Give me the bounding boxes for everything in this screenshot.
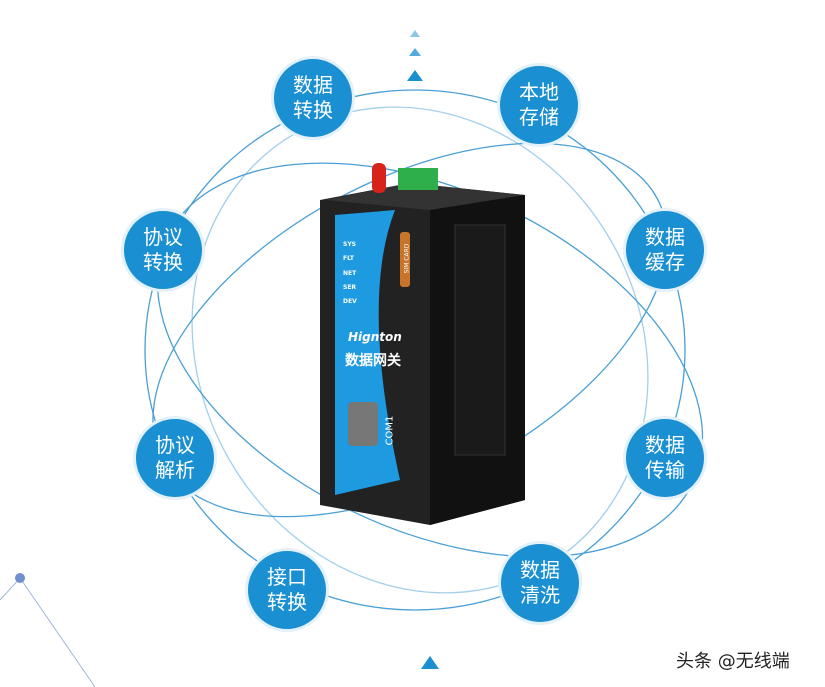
led-label: NET	[343, 270, 357, 277]
node-data-transfer: 数据传输	[626, 419, 704, 497]
node-protocol-conversion: 协议转换	[124, 211, 202, 289]
arrow-icons	[407, 30, 439, 669]
node-local-storage: 本地存储	[500, 66, 578, 144]
node-interface-conversion: 接口转换	[248, 551, 326, 629]
brand-logo: Hignton	[348, 330, 402, 344]
node-text: 转换	[143, 250, 183, 274]
led-label: DEV	[343, 298, 357, 305]
led-label: SER	[343, 284, 357, 291]
node-text: 存储	[519, 105, 559, 129]
port-label: COM1	[384, 415, 396, 446]
node-data-conversion: 数据转换	[274, 59, 352, 137]
node-data-cache: 数据缓存	[626, 211, 704, 289]
sim-label: SIM CARD	[403, 243, 411, 274]
gateway-device	[320, 163, 525, 525]
led-label: SYS	[343, 241, 356, 248]
node-text: 协议	[155, 433, 195, 457]
node-text: 解析	[155, 458, 195, 482]
deco-line	[0, 577, 96, 687]
node-text: 数据	[645, 225, 685, 249]
node-data-cleaning: 数据清洗	[501, 544, 579, 622]
node-text: 数据	[645, 433, 685, 457]
node-text: 协议	[143, 225, 183, 249]
node-text: 清洗	[520, 583, 560, 607]
led-label: FLT	[343, 255, 355, 262]
node-text: 接口	[267, 565, 307, 589]
node-text: 传输	[645, 458, 685, 482]
node-text: 本地	[519, 80, 559, 104]
node-text: 数据	[293, 73, 333, 97]
watermark: 头条 @无线端	[676, 651, 790, 672]
node-text: 数据	[520, 558, 560, 582]
node-text: 缓存	[645, 250, 685, 274]
deco-dot	[15, 573, 25, 583]
node-text: 转换	[267, 590, 307, 614]
device-name: 数据网关	[345, 353, 401, 369]
node-text: 转换	[293, 98, 333, 122]
node-protocol-parsing: 协议解析	[136, 419, 214, 497]
orbit-ring	[144, 89, 686, 611]
